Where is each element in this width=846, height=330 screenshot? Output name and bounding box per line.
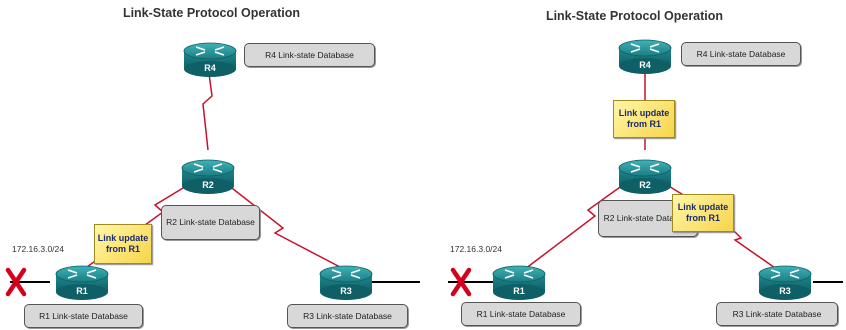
diagram-title: Link-State Protocol Operation <box>545 9 724 23</box>
router-label: R3 <box>779 286 791 296</box>
r4-database-box: R4 Link-state Database <box>244 43 375 67</box>
router-label: R3 <box>340 286 352 296</box>
link-update-note: Link update from R1 <box>672 194 734 232</box>
left-diagram-panel: Link-State Protocol Operation <box>5 6 420 328</box>
router-r1[interactable]: R1 <box>492 265 546 301</box>
router-r3[interactable]: R3 <box>758 265 812 301</box>
link-failure-icon <box>5 267 27 297</box>
router-r3[interactable]: R3 <box>319 265 373 301</box>
r3-database-box: R3 Link-state Database <box>716 302 838 326</box>
r2-database-box: R2 Link-state Database <box>161 205 260 240</box>
router-r2[interactable]: R2 <box>618 159 672 195</box>
router-label: R2 <box>202 180 214 190</box>
link-r2-r1 <box>520 184 624 273</box>
subnet-label: 172.16.3.0/24 <box>450 244 502 254</box>
router-r1[interactable]: R1 <box>55 265 109 301</box>
router-r4[interactable]: R4 <box>618 39 672 75</box>
link-r2-r3 <box>730 227 779 271</box>
subnet-label: 172.16.3.0/24 <box>12 244 64 254</box>
router-label: R4 <box>204 63 216 73</box>
diagram-title: Link-State Protocol Operation <box>122 6 301 20</box>
topology-svg: R4 R2 R1 R3 <box>5 42 420 301</box>
r4-database-box: R4 Link-state Database <box>681 42 801 66</box>
router-label: R1 <box>513 286 525 296</box>
topology-svg: R4 R2 R1 R3 <box>448 39 843 301</box>
r1-database-box: R1 Link-state Database <box>24 304 143 328</box>
link-update-note: Link update from R1 <box>613 100 675 138</box>
router-r2[interactable]: R2 <box>181 159 235 195</box>
router-label: R4 <box>639 60 651 70</box>
link-failure-icon <box>450 267 472 297</box>
r3-database-box: R3 Link-state Database <box>287 304 408 328</box>
r1-database-box: R1 Link-state Database <box>461 302 581 326</box>
router-r4[interactable]: R4 <box>183 42 237 78</box>
link-update-note: Link update from R1 <box>94 224 152 264</box>
router-label: R1 <box>76 286 88 296</box>
right-diagram-panel: Link-State Protocol Operation R4 R2 R1 R <box>423 0 846 330</box>
link-r4-r2 <box>202 65 213 151</box>
router-label: R2 <box>639 180 651 190</box>
